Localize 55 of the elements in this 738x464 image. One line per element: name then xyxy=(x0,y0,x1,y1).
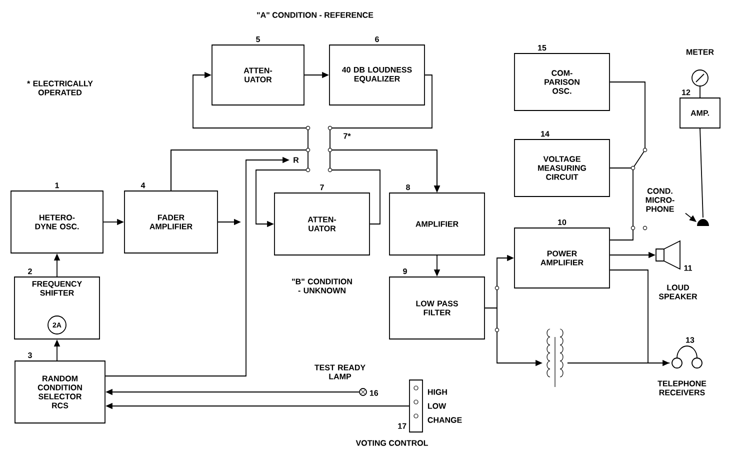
note-text: * ELECTRICALLY OPERATED xyxy=(27,80,93,96)
switch-panel xyxy=(409,380,423,432)
connector-line xyxy=(700,128,704,218)
callout-number: 9 xyxy=(403,268,407,274)
callout-number: 14 xyxy=(541,131,550,137)
callout-text: TELEPHONE RECEIVERS xyxy=(658,380,706,396)
callout-number: 5 xyxy=(256,36,260,42)
loudspeaker-symbol xyxy=(656,240,680,270)
connector-line xyxy=(610,270,670,364)
note-text: "B" CONDITION - UNKNOWN xyxy=(292,278,352,294)
callout-number: 6 xyxy=(375,36,379,42)
connector-line xyxy=(610,168,634,240)
callout-number: 2 xyxy=(28,268,32,274)
callout-text: VOTING CONTROL xyxy=(356,440,428,446)
process-box: ATTEN- UATOR xyxy=(274,192,370,256)
microphone-symbol xyxy=(697,219,709,226)
connector-line xyxy=(330,150,440,224)
callout-number: 3 xyxy=(28,352,32,358)
callout-text: HIGH xyxy=(428,389,447,395)
callout-text: 17 xyxy=(398,423,406,429)
callout-number: 8 xyxy=(406,184,410,190)
process-box: COM- PARISON OSC. xyxy=(514,53,610,111)
callout-text: 11 xyxy=(684,265,692,271)
process-box: 40 DB LOUDNESS EQUALIZER xyxy=(329,44,425,106)
process-box: POWER AMPLIFIER xyxy=(514,228,610,288)
process-box: AMP. xyxy=(680,98,720,128)
callout-number: 7 xyxy=(320,184,324,190)
callout-text: 13 xyxy=(686,337,694,343)
callout-text: LOW xyxy=(428,403,446,409)
process-box: RANDOM CONDITION SELECTOR RCS xyxy=(14,360,106,424)
process-box: FADER AMPLIFIER xyxy=(124,190,218,254)
callout-text: 16 xyxy=(370,390,378,396)
callout-number: 10 xyxy=(558,219,566,226)
callout-number: 15 xyxy=(538,45,546,51)
note-text: "A" CONDITION - REFERENCE xyxy=(257,12,374,18)
callout-text: CHANGE xyxy=(428,417,462,423)
callout-number: 12 xyxy=(682,90,690,96)
process-box: ATTEN- UATOR xyxy=(212,44,304,106)
callout-number: 4 xyxy=(140,182,146,188)
callout-text: TEST READY LAMP xyxy=(314,364,366,380)
process-box: AMPLIFIER xyxy=(389,192,485,256)
headphones-symbol xyxy=(672,346,702,368)
callout-text: METER xyxy=(686,49,714,55)
process-box: VOLTAGE MEASURING CIRCUIT xyxy=(514,139,610,197)
note-text: 7* xyxy=(344,133,351,139)
connector-line xyxy=(610,82,646,168)
lamp-symbol xyxy=(359,388,367,396)
transformer-symbol xyxy=(546,328,564,388)
meter-symbol xyxy=(692,70,708,86)
callout-text: COND. MICRO- PHONE xyxy=(646,188,674,212)
callout-number: 1 xyxy=(55,182,59,188)
process-box: LOW PASS FILTER xyxy=(389,276,485,340)
callout-text: R xyxy=(294,157,299,163)
callout-text: LOUD SPEAKER xyxy=(658,284,698,300)
process-box: HETERO- DYNE OSC. xyxy=(10,190,104,254)
